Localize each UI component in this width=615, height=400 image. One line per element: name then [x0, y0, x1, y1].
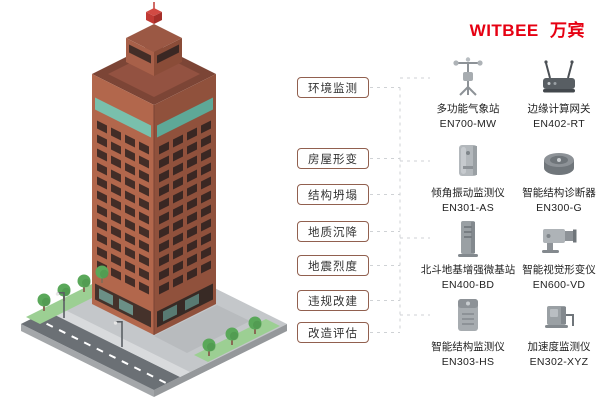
device-card-accelerometer: 加速度监测仪 EN302-XYZ [503, 294, 615, 368]
beidou-base-station-icon [412, 217, 524, 259]
device-name: 智能结构诊断器 [522, 187, 596, 199]
device-model: EN300-G [536, 202, 582, 214]
device-name: 多功能气象站 [436, 103, 500, 115]
edge-gateway-icon [503, 56, 615, 98]
device-model: EN600-VD [532, 279, 586, 291]
device-card-vision-deformation: 智能视觉形变仪 EN600-VD [503, 217, 615, 291]
category-structure-collapse: 结构坍塌 [297, 184, 369, 205]
vision-deformation-camera-icon [503, 217, 615, 259]
accelerometer-icon [503, 294, 615, 336]
brand-name-cn: 万宾 [550, 21, 585, 40]
category-ground-settlement: 地质沉降 [297, 221, 369, 242]
structure-diagnoser-icon [503, 140, 615, 182]
device-model: EN700-MW [439, 118, 497, 130]
category-illegal-renovation: 违规改建 [297, 290, 369, 311]
tilt-vibration-sensor-icon [412, 140, 524, 182]
category-earthquake-intensity: 地震烈度 [297, 255, 369, 276]
device-model: EN400-BD [441, 279, 495, 291]
device-card-tilt-vibration: 倾角振动监测仪 EN301-AS [412, 140, 524, 214]
device-name: 加速度监测仪 [527, 341, 591, 353]
category-renovation-assessment: 改造评估 [297, 322, 369, 343]
brand-logo: WITBEE 万宾 [470, 16, 585, 41]
device-model: EN303-HS [441, 356, 495, 368]
device-card-beidou-base-station: 北斗地基增强微基站 EN400-BD [412, 217, 524, 291]
device-card-weather-station: 多功能气象站 EN700-MW [412, 56, 524, 130]
device-model: EN301-AS [441, 202, 494, 214]
brand-name-en: WITBEE [469, 21, 539, 40]
device-name: 边缘计算网关 [527, 103, 591, 115]
device-card-edge-gateway: 边缘计算网关 EN402-RT [503, 56, 615, 130]
category-building-deformation: 房屋形变 [297, 148, 369, 169]
building-illustration [21, 2, 287, 397]
device-card-structure-monitor: 智能结构监测仪 EN303-HS [412, 294, 524, 368]
weather-station-icon [412, 56, 524, 98]
device-name: 智能结构监测仪 [431, 341, 505, 353]
device-name: 倾角振动监测仪 [431, 187, 505, 199]
device-name: 智能视觉形变仪 [522, 264, 596, 276]
category-environment-monitoring: 环境监测 [297, 77, 369, 98]
device-model: EN402-RT [533, 118, 585, 130]
device-card-structure-diagnoser: 智能结构诊断器 EN300-G [503, 140, 615, 214]
structure-monitor-icon [412, 294, 524, 336]
device-model: EN302-XYZ [529, 356, 589, 368]
device-name: 北斗地基增强微基站 [420, 264, 516, 276]
